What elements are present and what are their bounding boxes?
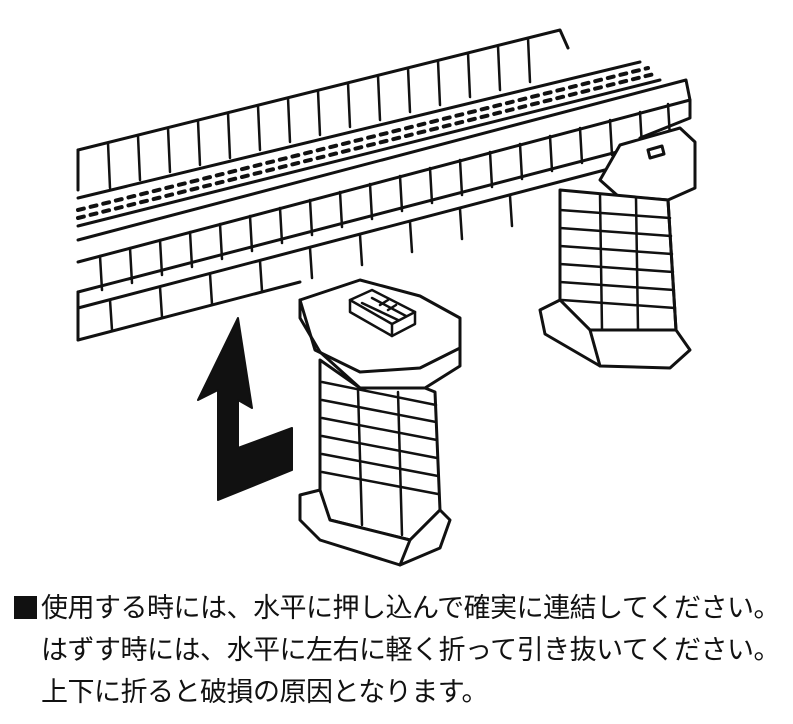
rail-front <box>76 78 662 228</box>
instruction-text: 使用する時には、水平に押し込んで確実に連結してください。 はずす時には、水平に左… <box>14 588 784 714</box>
bridge-girder <box>76 28 692 342</box>
bridge-pier-illustration <box>76 28 697 567</box>
installed-pier <box>538 126 697 370</box>
instruction-line-1: 使用する時には、水平に押し込んで確実に連結してください。 <box>14 588 784 630</box>
joint-connector <box>348 288 417 338</box>
detached-pier <box>298 278 462 567</box>
back-rail-top <box>76 28 570 152</box>
insert-arrow-icon <box>197 317 293 501</box>
instruction-line-2: はずす時には、水平に左右に軽く折って引き抜いてください。 <box>41 635 781 666</box>
instruction-line-1-text: 使用する時には、水平に押し込んで確実に連結してください。 <box>41 593 781 624</box>
instruction-line-3: 上下に折ると破損の原因となります。 <box>41 677 489 708</box>
rail-back <box>76 60 642 200</box>
back-rail-posts <box>106 36 532 190</box>
square-bullet-icon <box>14 596 37 619</box>
sleepers <box>76 66 656 220</box>
